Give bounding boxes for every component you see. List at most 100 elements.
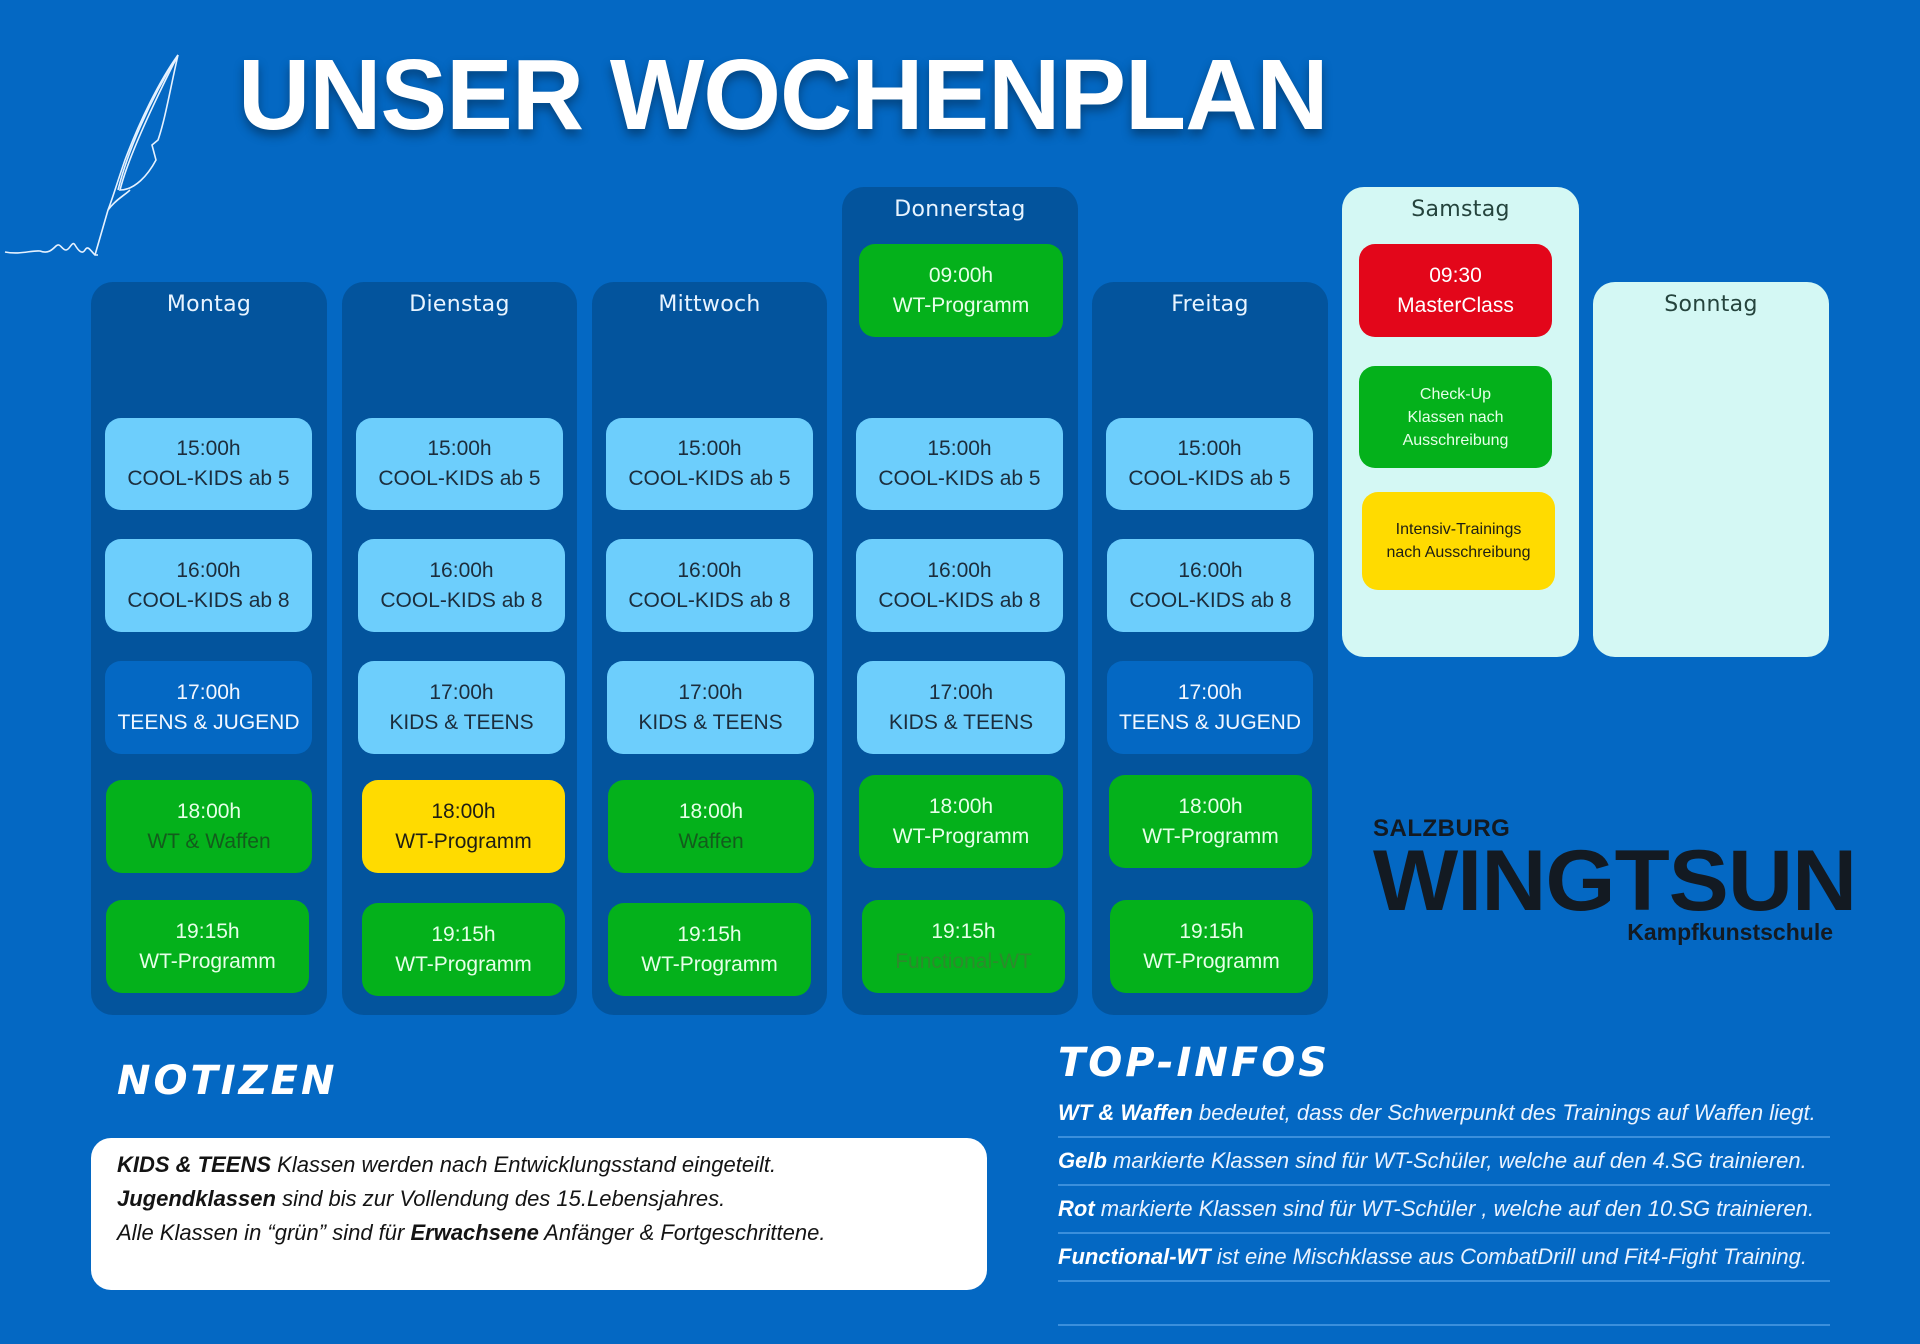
slot-time: 17:00h — [176, 680, 241, 704]
day-name: Freitag — [1171, 292, 1249, 317]
class-slot[interactable]: 16:00h COOL-KIDS ab 8 — [606, 539, 813, 632]
slot-time: 15:00h — [927, 437, 992, 460]
slot-time: 16:00h — [927, 558, 992, 582]
class-slot[interactable]: 15:00h COOL-KIDS ab 5 — [1106, 418, 1313, 510]
class-slot[interactable]: 18:00h WT-Programm — [1109, 775, 1312, 868]
class-slot[interactable]: 19:15h Functional-WT — [862, 900, 1065, 993]
class-slot[interactable]: Intensiv-Trainings nach Ausschreibung — [1362, 492, 1555, 590]
class-slot[interactable]: 09:00h WT-Programm — [859, 244, 1063, 337]
divider — [1058, 1280, 1830, 1282]
top-infos-heading: TOP-INFOS — [1058, 1040, 1330, 1086]
slot-label: WT-Programm — [1143, 949, 1280, 973]
divider — [1058, 1136, 1830, 1138]
divider — [1058, 1324, 1830, 1326]
slot-time: 17:00h — [928, 680, 994, 704]
slot-label: WT-Programm — [395, 952, 532, 976]
day-column-dienstag: Dienstag 15:00h COOL-KIDS ab 5 16:00h CO… — [342, 282, 577, 1015]
class-slot[interactable]: 16:00h COOL-KIDS ab 8 — [856, 539, 1063, 632]
slot-label: WT-Programm — [892, 293, 1030, 317]
slot-label: TEENS & JUGEND — [1118, 710, 1302, 734]
note-line: Jugendklassen sind bis zur Vollendung de… — [117, 1186, 726, 1211]
slot-label: COOL-KIDS ab 5 — [378, 467, 541, 490]
divider — [1058, 1232, 1830, 1234]
slot-line: nach Ausschreibung — [1386, 544, 1531, 561]
slot-label: KIDS & TEENS — [888, 710, 1034, 734]
info-item: Functional-WT ist eine Mischklasse aus C… — [1058, 1244, 1808, 1269]
slot-label: WT-Programm — [1142, 824, 1279, 848]
slot-time: 19:15h — [931, 919, 996, 943]
class-slot[interactable]: 19:15h WT-Programm — [608, 903, 811, 996]
slot-label: COOL-KIDS ab 8 — [380, 588, 543, 612]
slot-line: Intensiv-Trainings — [1395, 521, 1522, 538]
slot-time: 09:30 — [1429, 263, 1482, 287]
class-slot[interactable]: 15:00h COOL-KIDS ab 5 — [356, 418, 563, 510]
class-slot[interactable]: 19:15h WT-Programm — [106, 900, 309, 993]
slot-time: 19:15h — [1179, 919, 1244, 943]
day-name: Montag — [166, 292, 252, 317]
class-slot[interactable]: 15:00h COOL-KIDS ab 5 — [105, 418, 312, 510]
class-slot[interactable]: 17:00h TEENS & JUGEND — [1107, 661, 1313, 754]
day-column-donnerstag: Donnerstag 09:00h WT-Programm 15:00h COO… — [842, 187, 1078, 1015]
info-item: Rot markierte Klassen sind für WT-Schüle… — [1058, 1196, 1815, 1221]
day-column-freitag: Freitag 15:00h COOL-KIDS ab 5 16:00h COO… — [1092, 282, 1328, 1015]
class-slot[interactable]: 17:00h KIDS & TEENS — [607, 661, 814, 754]
logo-name: WINGTSUN — [1373, 833, 1857, 929]
notes-heading: NOTIZEN — [117, 1058, 338, 1104]
class-slot[interactable]: 15:00h COOL-KIDS ab 5 — [856, 418, 1063, 510]
slot-line: Check-Up — [1419, 385, 1492, 403]
slot-time: 16:00h — [429, 558, 494, 582]
slot-time: 18:00h — [176, 799, 242, 823]
class-slot[interactable]: 16:00h COOL-KIDS ab 8 — [358, 539, 565, 632]
class-slot[interactable]: 19:15h WT-Programm — [1110, 900, 1313, 993]
slot-label: WT-Programm — [892, 824, 1030, 848]
slot-time: 18:00h — [928, 794, 994, 818]
slot-time: 17:00h — [429, 680, 494, 704]
day-column-mittwoch: Mittwoch 15:00h COOL-KIDS ab 5 16:00h CO… — [592, 282, 827, 1015]
day-column-samstag: Samstag 09:30 MasterClass Check-Up Klass… — [1342, 187, 1579, 657]
class-slot[interactable]: Check-Up Klassen nach Ausschreibung — [1359, 366, 1552, 468]
class-slot[interactable]: 09:30 MasterClass — [1359, 244, 1552, 337]
slot-label: Functional-WT — [895, 949, 1032, 973]
slot-label: MasterClass — [1397, 293, 1514, 317]
slot-time: 15:00h — [1177, 437, 1242, 460]
class-slot[interactable]: 19:15h WT-Programm — [362, 903, 565, 996]
logo-subtitle: Kampfkunstschule — [1627, 919, 1833, 945]
class-slot[interactable]: 18:00h WT-Programm — [362, 780, 565, 873]
slot-time: 15:00h — [427, 437, 492, 460]
class-slot[interactable]: 16:00h COOL-KIDS ab 8 — [1107, 539, 1314, 632]
slot-line: Ausschreibung — [1402, 431, 1509, 449]
day-column-montag: Montag 15:00h COOL-KIDS ab 5 16:00h COOL… — [91, 282, 327, 1015]
slot-time: 15:00h — [677, 437, 742, 460]
day-column-sonntag: Sonntag — [1593, 282, 1829, 657]
empty-info-line — [1058, 1288, 1858, 1324]
note-line: KIDS & TEENS Klassen werden nach Entwick… — [117, 1152, 777, 1177]
school-logo: SALZBURG WINGTSUN Kampfkunstschule — [1373, 815, 1857, 945]
slot-time: 17:00h — [1177, 680, 1243, 704]
day-name: Mittwoch — [658, 292, 761, 317]
slot-label: COOL-KIDS ab 8 — [1129, 588, 1292, 612]
class-slot[interactable]: 17:00h KIDS & TEENS — [358, 661, 565, 754]
slot-label: WT-Programm — [641, 952, 778, 976]
slot-time: 09:00h — [928, 263, 994, 287]
slot-label: KIDS & TEENS — [638, 710, 783, 734]
slot-label: WT-Programm — [395, 829, 532, 853]
slot-line: Klassen nach — [1407, 408, 1504, 426]
feather-quill-icon — [4, 54, 179, 256]
slot-label: COOL-KIDS ab 8 — [127, 588, 290, 612]
class-slot[interactable]: 18:00h WT-Programm — [859, 775, 1063, 868]
slot-label: COOL-KIDS ab 5 — [127, 467, 290, 490]
class-slot[interactable]: 15:00h COOL-KIDS ab 5 — [606, 418, 813, 510]
day-name: Samstag — [1411, 197, 1510, 222]
class-slot[interactable]: 16:00h COOL-KIDS ab 8 — [105, 539, 312, 632]
logo-city: SALZBURG — [1373, 815, 1511, 842]
slot-time: 16:00h — [677, 558, 742, 582]
slot-label: WT-Programm — [139, 949, 276, 973]
slot-time: 15:00h — [176, 437, 241, 460]
class-slot[interactable]: 17:00h KIDS & TEENS — [857, 661, 1065, 754]
class-slot[interactable]: 18:00h WT & Waffen — [106, 780, 312, 873]
slot-label: COOL-KIDS ab 5 — [1128, 467, 1291, 490]
slot-time: 18:00h — [431, 799, 496, 823]
class-slot[interactable]: 17:00h TEENS & JUGEND — [105, 661, 312, 754]
class-slot[interactable]: 18:00h Waffen — [608, 780, 814, 873]
day-name: Donnerstag — [894, 197, 1026, 222]
